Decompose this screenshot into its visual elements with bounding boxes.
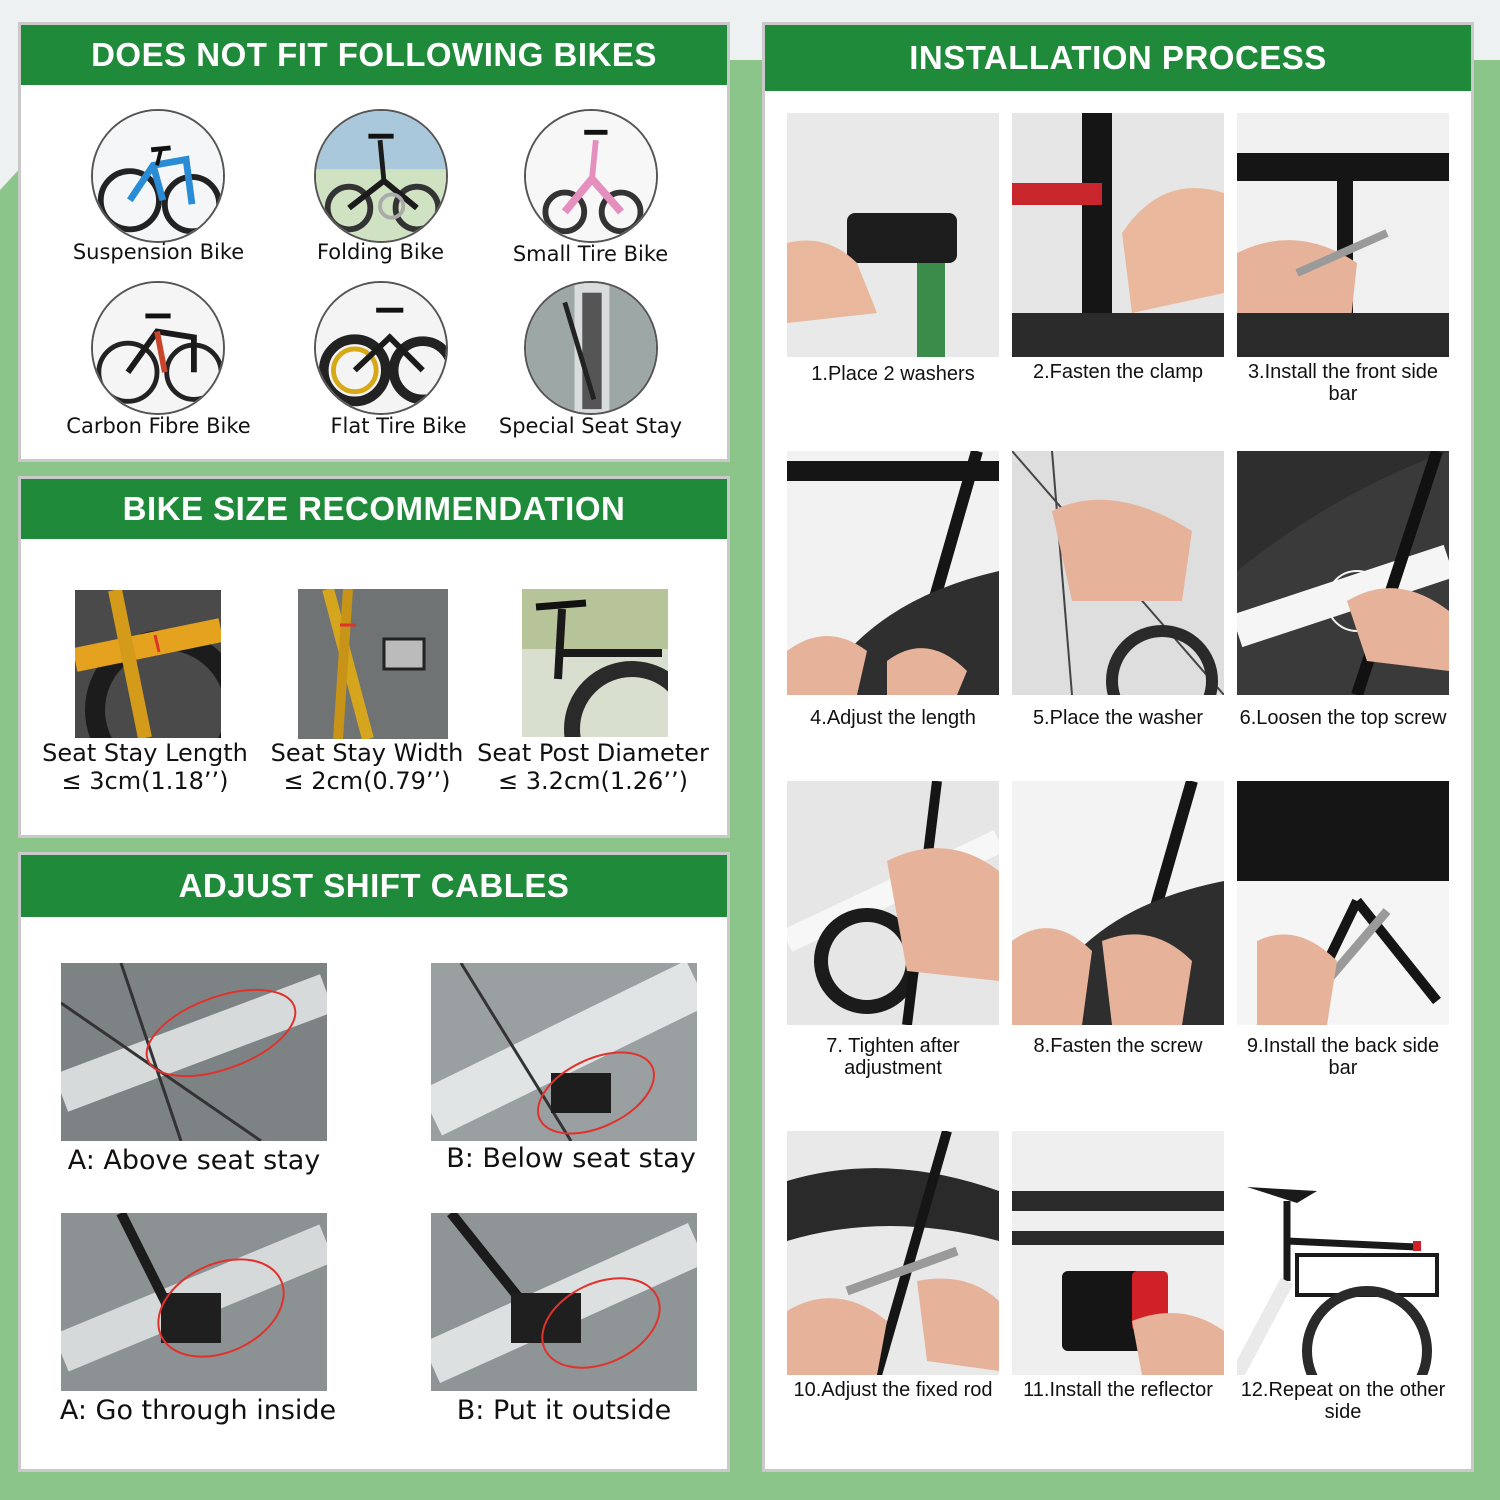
- step-label-9: 9.Install the back side bar: [1246, 1035, 1440, 1079]
- installation-panel: INSTALLATION PROCESS 1.Place 2 washers 2…: [762, 22, 1474, 1472]
- step-photo-3: [1237, 113, 1449, 357]
- step-photo-10: [787, 1131, 999, 1375]
- step-photo-6: [1237, 451, 1449, 695]
- size-label-seat-stay-length: Seat Stay Length: [42, 739, 248, 767]
- shift-photo-put-it-outside: [431, 1213, 697, 1391]
- bike-label-carbon-fibre: Carbon Fibre Bike: [66, 414, 251, 438]
- step-label-3: 3.Install the front side bar: [1247, 361, 1439, 405]
- step-photo-9: [1237, 781, 1449, 1025]
- shift-photo-above-seat-stay: [61, 963, 327, 1141]
- step-photo-12: [1237, 1131, 1449, 1375]
- carbon-fibre-bike-icon: [91, 281, 225, 415]
- does-not-fit-title: DOES NOT FIT FOLLOWING BIKES: [21, 25, 727, 85]
- bike-label-small-tire: Small Tire Bike: [512, 242, 669, 266]
- step-photo-1: [787, 113, 999, 357]
- step-photo-2: [1012, 113, 1224, 357]
- size-label-seat-stay-width: Seat Stay Width: [270, 739, 464, 767]
- seat-post-diameter-photo: [522, 589, 668, 737]
- size-value-seat-stay-length: ≤ 3cm(1.18’’): [61, 767, 229, 795]
- step-label-4: 4.Adjust the length: [810, 707, 976, 729]
- step-label-12: 12.Repeat on the other side: [1240, 1379, 1446, 1423]
- step-photo-5: [1012, 451, 1224, 695]
- size-value-seat-stay-width: ≤ 2cm(0.79’’): [283, 767, 451, 795]
- does-not-fit-panel: DOES NOT FIT FOLLOWING BIKES Suspension …: [18, 22, 730, 462]
- bike-size-panel: BIKE SIZE RECOMMENDATION Seat Stay Lengt…: [18, 476, 730, 838]
- step-label-2: 2.Fasten the clamp: [1032, 361, 1204, 383]
- step-label-7: 7. Tighten after adjustment: [826, 1035, 960, 1079]
- shift-cables-title: ADJUST SHIFT CABLES: [21, 855, 727, 917]
- step-label-5: 5.Place the washer: [1032, 707, 1204, 729]
- shift-photo-go-through-inside: [61, 1213, 327, 1391]
- step-label-10: 10.Adjust the fixed rod: [793, 1379, 993, 1401]
- step-photo-11: [1012, 1131, 1224, 1375]
- bike-label-folding: Folding Bike: [316, 240, 445, 264]
- bike-size-title: BIKE SIZE RECOMMENDATION: [21, 479, 727, 539]
- shift-photo-below-seat-stay: [431, 963, 697, 1141]
- folding-bike-icon: [314, 109, 448, 243]
- step-label-1: 1.Place 2 washers: [811, 363, 975, 385]
- step-label-11: 11.Install the reflector: [1023, 1379, 1213, 1401]
- suspension-bike-icon: [91, 109, 225, 243]
- step-photo-4: [787, 451, 999, 695]
- shift-label-above-seat-stay: A: Above seat stay: [67, 1145, 321, 1176]
- shift-cables-panel: ADJUST SHIFT CABLES A: Above seat stay B…: [18, 852, 730, 1472]
- seat-stay-length-photo: [75, 590, 221, 738]
- bike-label-suspension: Suspension Bike: [72, 240, 245, 264]
- size-value-seat-post-diameter: ≤ 3.2cm(1.26’’): [498, 767, 688, 795]
- special-seat-stay-icon: [524, 281, 658, 415]
- bike-label-special-seat-stay: Special Seat Stay: [498, 414, 683, 438]
- shift-label-go-through-inside: A: Go through inside: [59, 1395, 337, 1426]
- size-label-seat-post-diameter: Seat Post Diameter: [477, 739, 709, 767]
- step-label-6: 6.Loosen the top screw: [1239, 707, 1447, 729]
- step-photo-8: [1012, 781, 1224, 1025]
- step-photo-7: [787, 781, 999, 1025]
- installation-title: INSTALLATION PROCESS: [765, 25, 1471, 91]
- shift-label-below-seat-stay: B: Below seat stay: [446, 1143, 696, 1174]
- small-tire-bike-icon: [524, 109, 658, 243]
- step-label-8: 8.Fasten the screw: [1033, 1035, 1203, 1057]
- flat-tire-bike-icon: [314, 281, 448, 415]
- seat-stay-width-photo: [298, 589, 448, 739]
- shift-label-put-it-outside: B: Put it outside: [456, 1395, 672, 1426]
- bike-label-flat-tire: Flat Tire Bike: [330, 414, 467, 438]
